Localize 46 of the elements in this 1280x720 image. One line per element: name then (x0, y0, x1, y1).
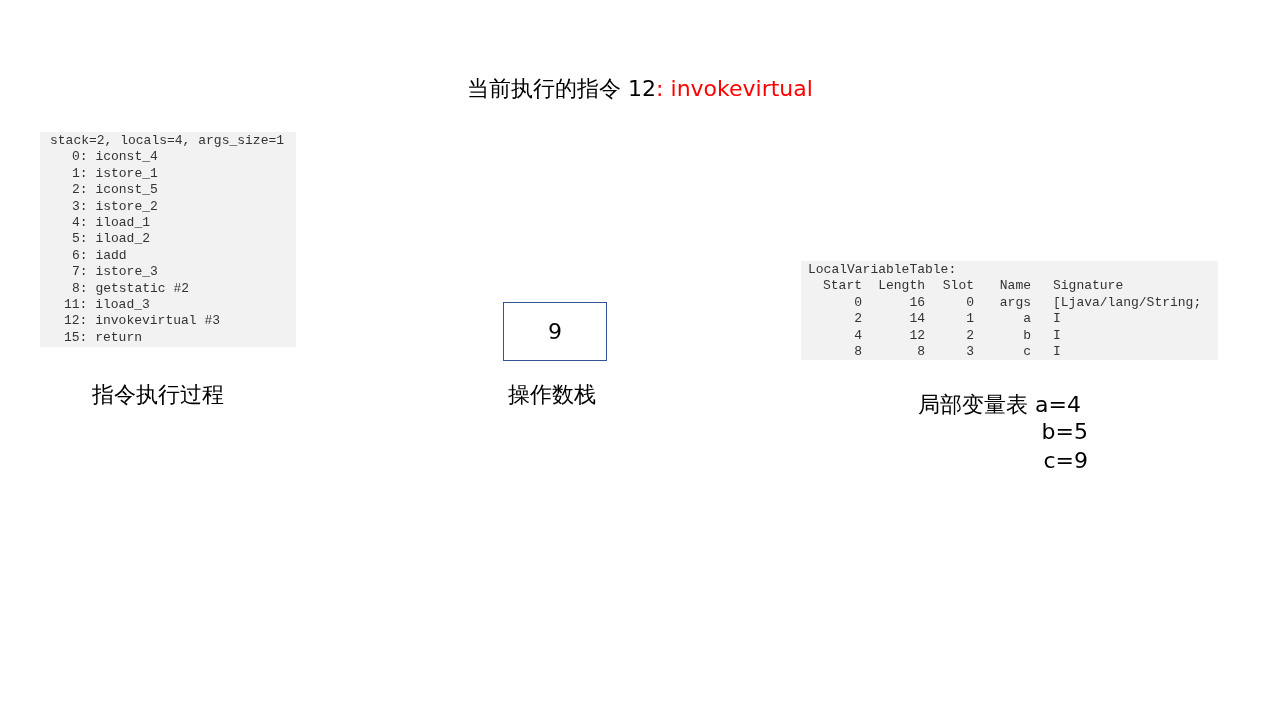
table-cell-text: 16 (908, 294, 926, 312)
table-cell-text: 8 (916, 344, 926, 361)
table-cell-text: a (1022, 311, 1032, 328)
table-cell-text: Name (998, 278, 1032, 295)
table-cell-text: c (1022, 344, 1032, 361)
table-cell-text: Length (877, 278, 926, 295)
table-cell-text: 4 (853, 327, 863, 345)
table-cell-text: args (998, 294, 1032, 312)
table-cell-text: I (1053, 344, 1062, 361)
table-cell-text: 2 (965, 327, 975, 345)
code-line: 15: return (63, 329, 143, 347)
slide-title: 当前执行的指令 12: invokevirtual (466, 75, 814, 103)
code-line: 6: iadd (71, 247, 128, 265)
node-label: 局部变量表 a=4 (918, 391, 1081, 419)
code-line: 11: iload_3 (63, 297, 151, 314)
code-line: stack=2, locals=4, args_size=1 (50, 133, 286, 150)
node-label: 指令执行过程 (92, 381, 224, 409)
table-cell-text: 14 (908, 311, 926, 328)
table-cell-text: Start (822, 278, 863, 295)
code-line: 12: invokevirtual #3 (63, 313, 222, 330)
table-cell-text: [Ljava/lang/String; (1053, 294, 1203, 312)
table-cell-text: 8 (853, 344, 863, 361)
table-cell-text: 3 (965, 344, 975, 361)
table-cell-text: I (1053, 327, 1062, 345)
code-line: 8: getstatic #2 (71, 280, 191, 298)
code-line: 1: istore_1 (71, 165, 159, 183)
code-line: 0: iconst_4 (71, 149, 159, 166)
table-cell-text: 0 (965, 294, 975, 312)
table-cell-text: 1 (965, 311, 975, 328)
table-cell-text: 12 (908, 327, 926, 345)
node-label: c=9 (1043, 448, 1088, 473)
table-cell-text: b (1022, 327, 1032, 345)
code-line: 5: iload_2 (71, 231, 151, 248)
code-line: 3: istore_2 (71, 198, 159, 216)
table-cell-text: I (1053, 311, 1062, 328)
table-cell-text: 0 (853, 294, 863, 312)
table-cell-text: Signature (1053, 278, 1125, 295)
code-line: 2: iconst_5 (71, 182, 159, 199)
code-line: 4: iload_1 (71, 215, 151, 232)
table-heading: LocalVariableTable: (808, 262, 958, 279)
table-cell-text: Slot (941, 278, 975, 295)
table-cell-text: 2 (853, 311, 863, 328)
code-line: 7: istore_3 (71, 264, 159, 281)
operand-stack-box: 9 (503, 302, 607, 361)
node-label: b=5 (1041, 419, 1088, 444)
node-label: 操作数栈 (508, 381, 596, 409)
